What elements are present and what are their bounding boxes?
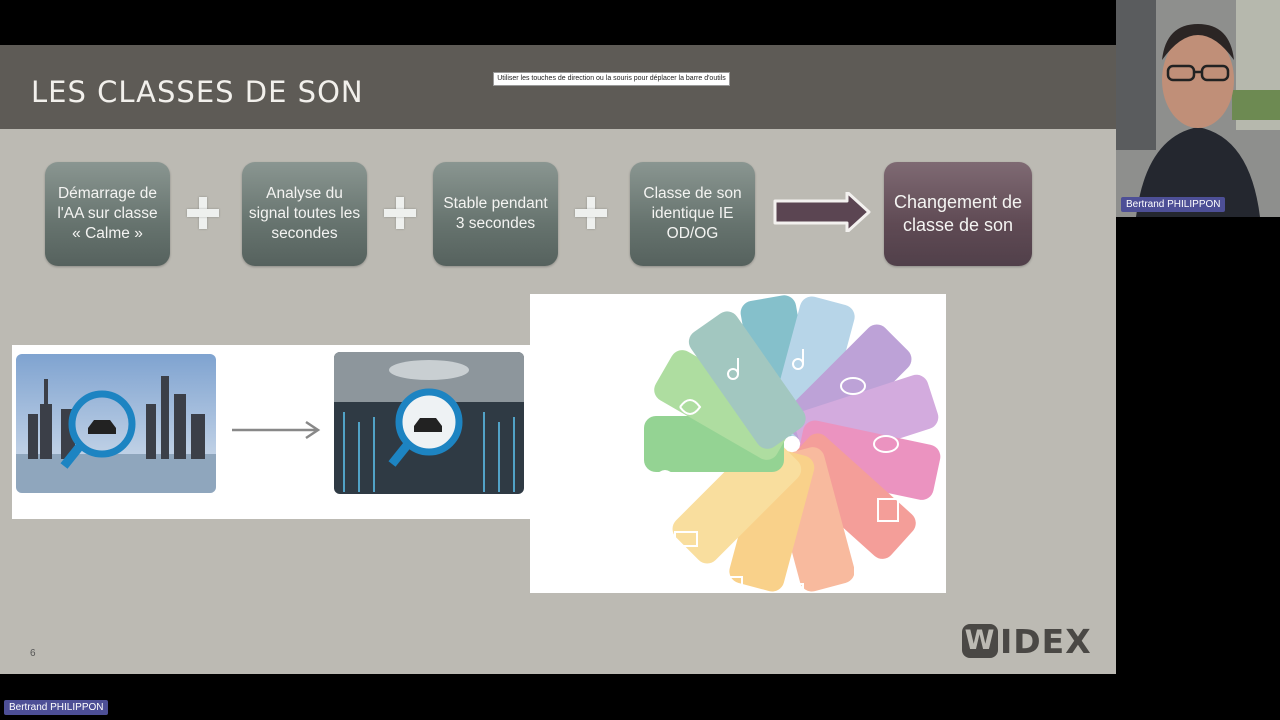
- widex-logo-mark: W: [962, 624, 998, 658]
- plus-icon: [187, 197, 219, 229]
- step-stable: Stable pendant 3 secondes: [433, 162, 558, 266]
- presentation-slide: LES CLASSES DE SON Utiliser les touches …: [0, 45, 1116, 674]
- step-start-label: Démarrage de l'AA sur classe « Calme »: [57, 185, 158, 242]
- participant-name-tag[interactable]: Bertrand PHILIPPON: [4, 700, 109, 715]
- right-arrow-icon: [773, 192, 871, 232]
- presenter-name-tag: Bertrand PHILIPPON: [1121, 197, 1226, 212]
- step-same-class-label: Classe de son identique IE OD/OG: [643, 185, 742, 242]
- result-label: Changement de classe de son: [893, 192, 1023, 235]
- step-stable-label: Stable pendant 3 secondes: [443, 195, 548, 232]
- page-number: 6: [30, 648, 36, 659]
- slide-title: LES CLASSES DE SON: [31, 75, 364, 109]
- widex-logo-text: IDEX: [1000, 621, 1092, 661]
- presenter-video[interactable]: Bertrand PHILIPPON: [1116, 0, 1280, 217]
- result-class-change: Changement de classe de son: [884, 162, 1032, 266]
- plus-icon: [575, 197, 607, 229]
- arrow-right-icon: [232, 420, 321, 440]
- slide-header: LES CLASSES DE SON Utiliser les touches …: [0, 45, 1116, 129]
- step-analysis-label: Analyse du signal toutes les secondes: [248, 185, 361, 242]
- step-same-class: Classe de son identique IE OD/OG: [630, 162, 755, 266]
- step-signal-analysis: Analyse du signal toutes les secondes: [242, 162, 367, 266]
- sound-class-wheel-panel: [530, 294, 946, 597]
- step-start-calm: Démarrage de l'AA sur classe « Calme »: [45, 162, 170, 266]
- toolbar-hint-tooltip: Utiliser les touches de direction ou la …: [493, 72, 730, 86]
- city-scene-image: [16, 354, 216, 493]
- plus-icon: [384, 197, 416, 229]
- sound-class-wheel-icon: [644, 295, 941, 597]
- circuit-analysis-image: [334, 352, 524, 494]
